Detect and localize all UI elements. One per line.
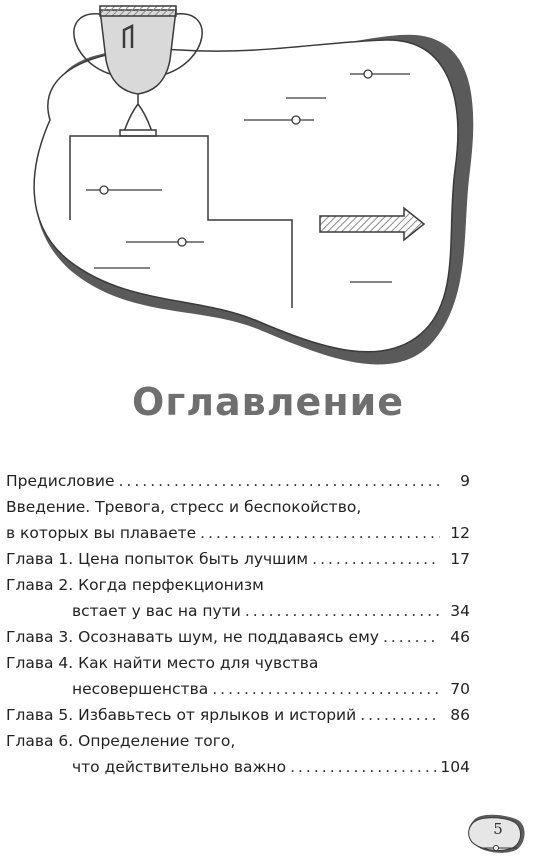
toc-line: встает у вас на пути 34: [6, 598, 470, 624]
toc-entry-title: что действительно важно: [72, 758, 287, 776]
toc-line: несовершенства 70: [6, 676, 470, 702]
toc-leader-dots: [383, 624, 440, 650]
toc-entry: Предисловие 9: [6, 468, 470, 494]
page-number-blob: [468, 814, 525, 853]
toc-leader-dots: [360, 702, 440, 728]
toc-line: Глава 4. Как найти место для чувства: [6, 650, 470, 676]
toc-line: Предисловие 9: [6, 468, 470, 494]
background-blob-light: [33, 39, 459, 353]
toc-entry-title: Предисловие: [6, 472, 115, 490]
toc-line: что действительно важно 104: [6, 754, 470, 780]
toc-entry-title: Глава 5. Избавьтесь от ярлыков и историй: [6, 706, 357, 724]
toc-page-number: 86: [450, 706, 470, 724]
toc-page-number: 104: [440, 758, 470, 776]
toc-leader-dots: [290, 754, 436, 780]
toc-entry-title: в которых вы плаваете: [6, 524, 197, 542]
toc-entry: Глава 3. Осознавать шум, не поддаваясь е…: [6, 624, 470, 650]
page-title: Оглавление: [132, 380, 404, 424]
toc-page-number: 70: [450, 680, 470, 698]
page-number-badge: 5: [466, 810, 530, 856]
toc-entry: Глава 6. Определение того, что действител…: [6, 728, 470, 780]
toc-line: Введение. Тревога, стресс и беспокойство…: [6, 494, 470, 520]
toc-line: Глава 2. Когда перфекционизм: [6, 572, 470, 598]
toc-leader-dots: [118, 468, 440, 494]
toc-leader-dots: [212, 676, 440, 702]
page-number: 5: [493, 820, 503, 838]
toc-entry-title: Глава 1. Цена попыток быть лучшим: [6, 550, 309, 568]
toc-page-number: 12: [450, 524, 470, 542]
toc-entry-title: встает у вас на пути: [72, 602, 241, 620]
toc-leader-dots: [245, 598, 440, 624]
podium-stairs-icon: [69, 135, 293, 308]
toc-page-number: 9: [460, 472, 470, 490]
toc-page-number: 46: [450, 628, 470, 646]
slider-lines: [86, 69, 410, 283]
toc-page-number: 17: [450, 550, 470, 568]
toc-page-number: 34: [450, 602, 470, 620]
toc-line: в которых вы плаваете 12: [6, 520, 470, 546]
toc-entry: Глава 5. Избавьтесь от ярлыков и историй…: [6, 702, 470, 728]
toc-line: Глава 3. Осознавать шум, не поддаваясь е…: [6, 624, 470, 650]
toc-entry-title: несовершенства: [72, 680, 209, 698]
toc-entry: Введение. Тревога, стресс и беспокойство…: [6, 494, 470, 546]
toc-leader-dots: [312, 546, 440, 572]
toc-line: Глава 5. Избавьтесь от ярлыков и историй…: [6, 702, 470, 728]
arrow-right-icon: [319, 206, 426, 242]
toc-line: Глава 6. Определение того,: [6, 728, 470, 754]
toc-leader-dots: [200, 520, 440, 546]
toc-entry-title: Глава 2. Когда перфекционизм: [6, 576, 264, 594]
illustration: 1: [33, 5, 474, 365]
toc-entry: Глава 4. Как найти место для чувства несо…: [6, 650, 470, 702]
toc-entry: Глава 1. Цена попыток быть лучшим 17: [6, 546, 470, 572]
toc-entry-title: Глава 6. Определение того,: [6, 732, 236, 750]
toc-line: Глава 1. Цена попыток быть лучшим 17: [6, 546, 470, 572]
toc-entry-title: Глава 3. Осознавать шум, не поддаваясь е…: [6, 628, 379, 646]
toc-entry-title: Глава 4. Как найти место для чувства: [6, 654, 319, 672]
toc-entry: Глава 2. Когда перфекционизм встает у вас…: [6, 572, 470, 624]
toc-entry-title: Введение. Тревога, стресс и беспокойство…: [6, 498, 362, 516]
trophy-icon: [73, 5, 203, 137]
